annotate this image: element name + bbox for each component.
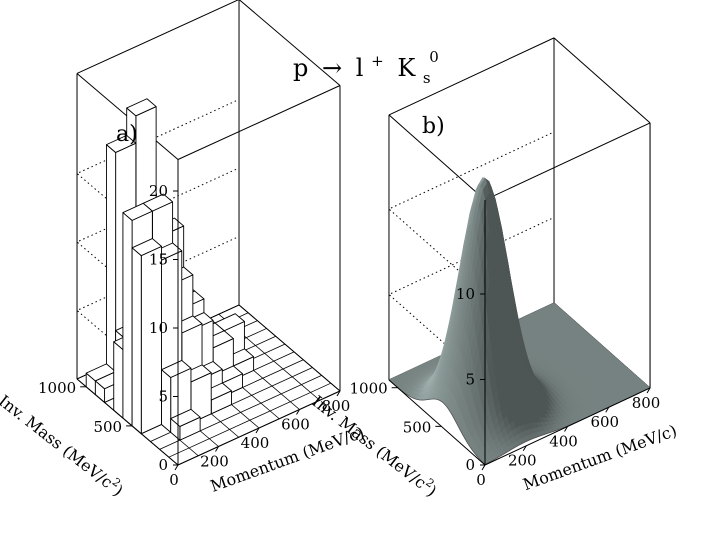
z-tick-label: 15 [149, 251, 168, 269]
title-lepton-charge: + [371, 52, 384, 70]
bar-face-front [140, 245, 162, 435]
x-tick-label: 600 [590, 413, 619, 431]
x-tick-mark [255, 427, 260, 434]
z-tick-label: 5 [158, 388, 168, 406]
frame-edge [388, 114, 486, 201]
bar-face-top [122, 202, 153, 221]
panel-label: a) [116, 122, 138, 147]
frame-edge [177, 85, 341, 160]
y-label-prefix: Inv. Mass (MeV/c [0, 391, 116, 492]
bar [131, 238, 162, 435]
y-axis-line [76, 378, 179, 466]
frame-edge [76, 0, 240, 74]
x-tick-label: 200 [508, 452, 537, 470]
bar-face-side [131, 247, 142, 435]
x-tick-mark [481, 464, 486, 471]
floor-gridline [238, 304, 341, 392]
surface-left-edge [388, 379, 486, 465]
y-tick-label: 500 [403, 418, 432, 436]
x-tick-mark [522, 445, 527, 451]
x-tick-mark [215, 446, 219, 452]
y-axis-line [388, 379, 486, 466]
z-tick-label: 10 [456, 285, 475, 303]
title-kaon-sub: s [423, 69, 431, 87]
y-tick-label: 500 [93, 418, 122, 436]
z-tick-label: 0 [158, 456, 168, 474]
x-tick-label: 0 [169, 471, 179, 489]
bar-face-side [122, 212, 133, 427]
x-tick-label: 800 [632, 394, 661, 412]
title-lepton: l [356, 54, 364, 82]
bar-face-top [131, 238, 162, 257]
frame-edge [388, 37, 555, 116]
x-tick-label: 200 [200, 453, 229, 471]
x-tick-mark [336, 390, 341, 397]
frame-edge [484, 122, 651, 201]
x-tick-mark [174, 464, 179, 471]
title-kaon-sup: 0 [429, 48, 439, 66]
surface [388, 177, 651, 465]
x-tick-mark [296, 409, 300, 415]
figure-title: p → l + K s 0 [293, 44, 439, 89]
y-tick-label: 1000 [38, 379, 76, 397]
title-particle: p [293, 54, 308, 82]
x-tick-mark [646, 387, 651, 394]
x-tick-mark [564, 426, 568, 432]
y-tick-label: 1000 [350, 380, 388, 398]
x-axis-line [484, 387, 651, 466]
x-tick-label: 400 [241, 434, 270, 452]
bar-face-top [161, 359, 192, 378]
bar-face-top [126, 98, 157, 117]
title-kaon: K [397, 54, 416, 82]
floor-gridline [168, 382, 331, 458]
frame-edge [238, 0, 341, 86]
z-tick-label: 10 [149, 319, 168, 337]
x-tick-label: 0 [476, 471, 486, 489]
frame-edge [553, 37, 651, 124]
z-tick-label: 20 [149, 182, 168, 200]
x-tick-label: 400 [549, 432, 578, 450]
title-arrow: → [322, 54, 342, 82]
panel-label: b) [422, 114, 445, 139]
bar-face-top [105, 134, 137, 153]
bar-face-side [113, 341, 124, 419]
z-tick-label: 5 [465, 371, 475, 389]
x-tick-label: 800 [322, 397, 351, 415]
x-tick-label: 600 [281, 416, 310, 434]
z-tick-label: 0 [465, 456, 475, 474]
x-tick-mark [605, 406, 610, 413]
